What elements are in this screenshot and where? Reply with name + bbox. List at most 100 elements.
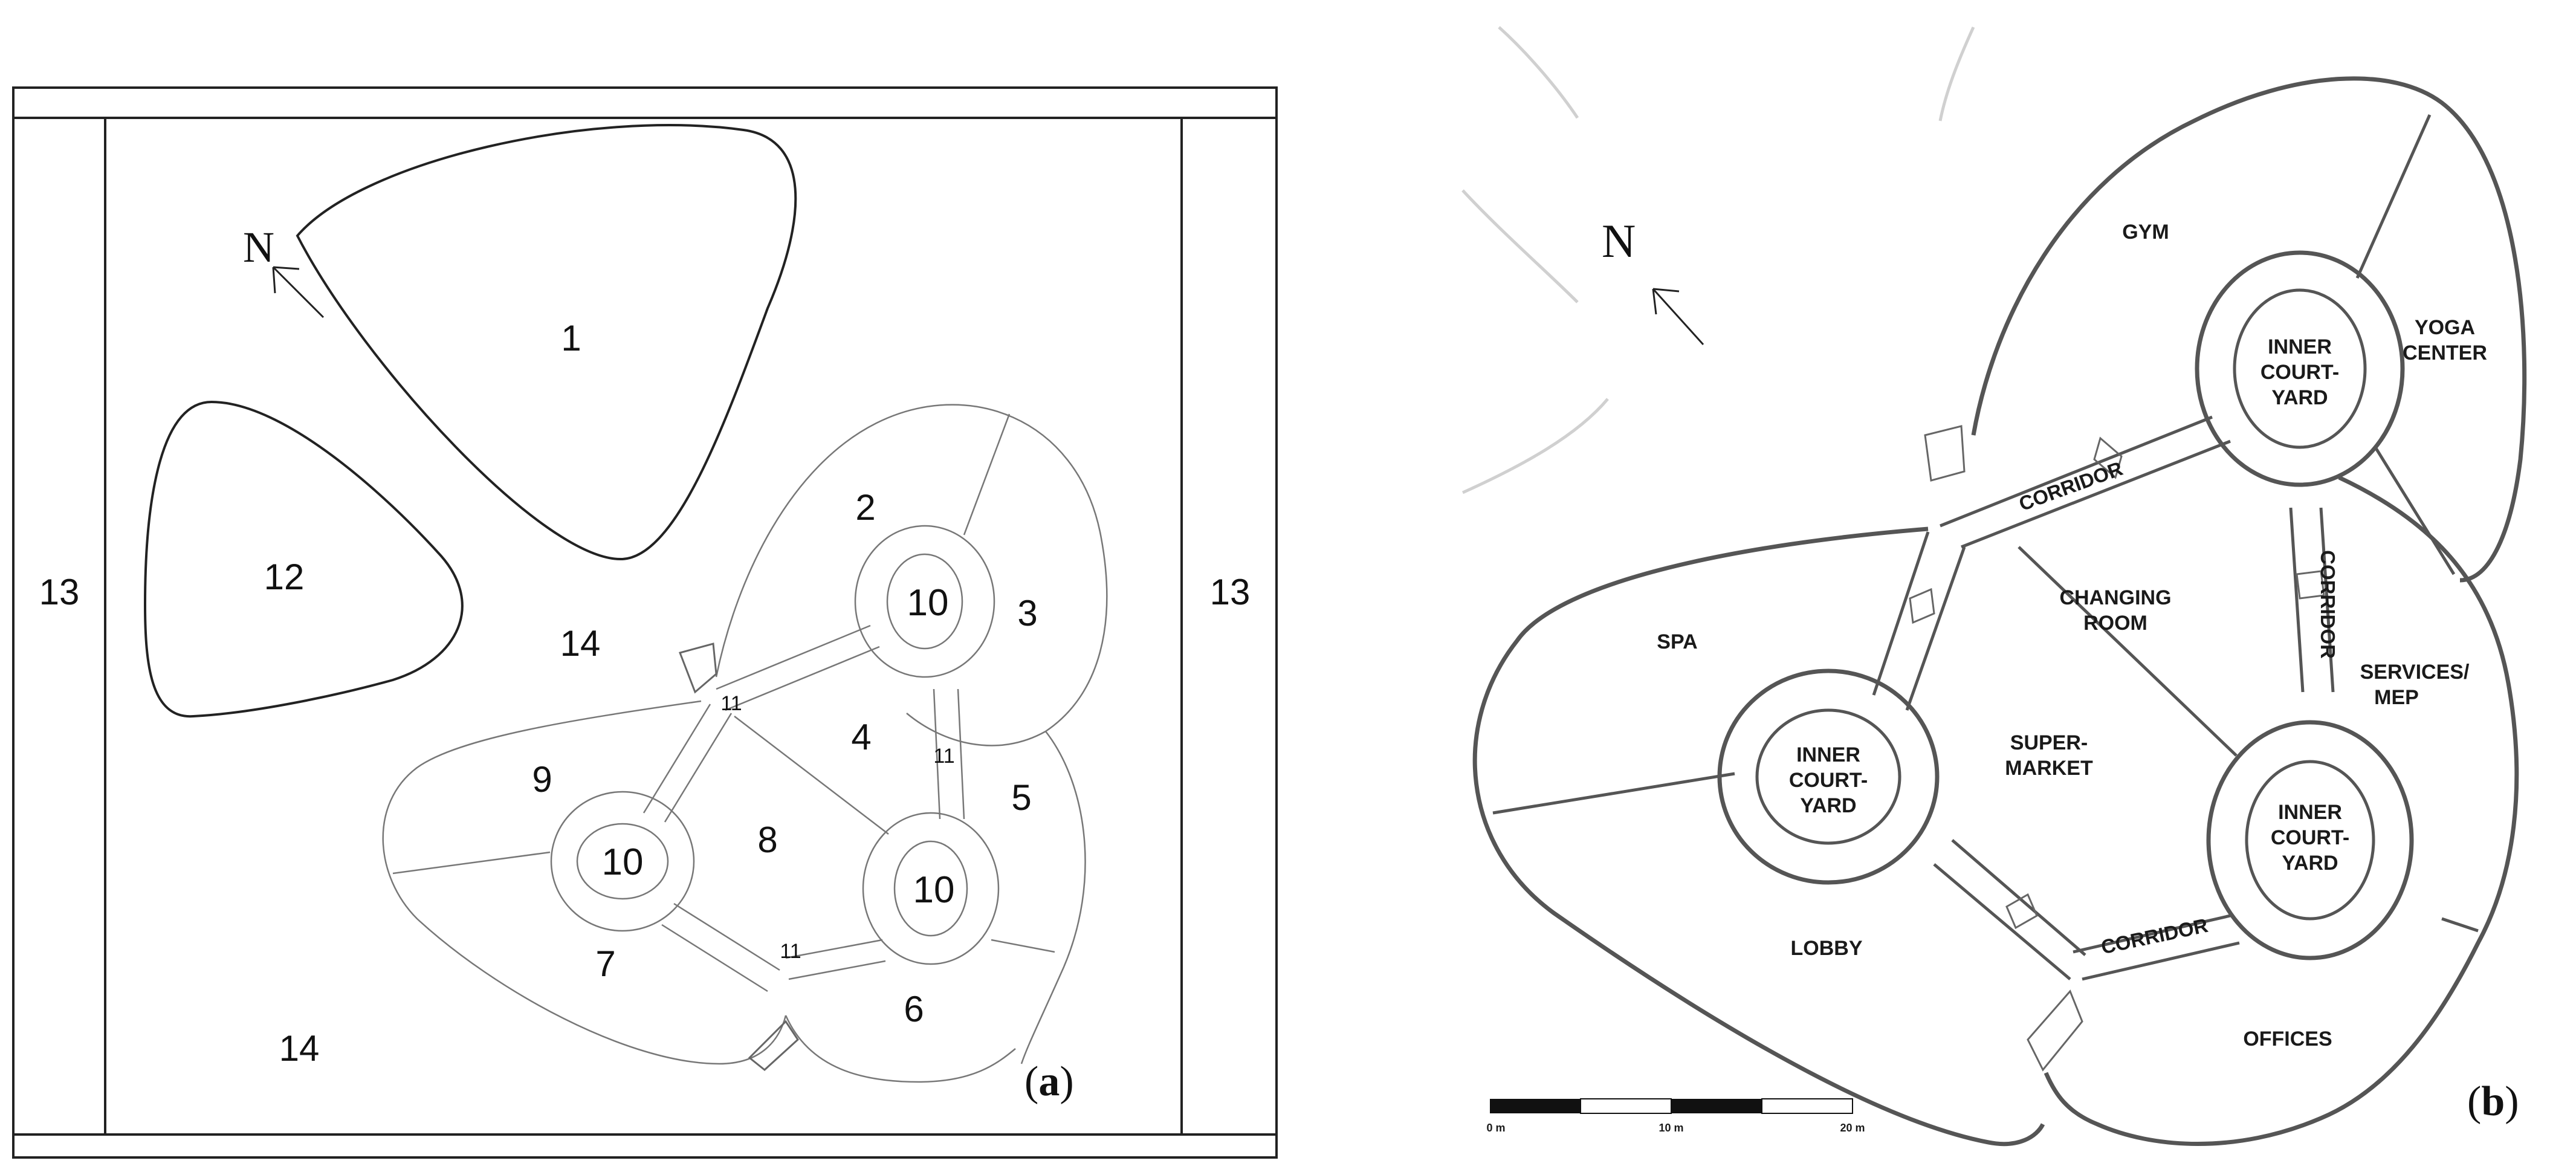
corridor-right — [2289, 507, 2335, 693]
courtyard-bottom-outer — [2206, 720, 2414, 960]
courtyard-left-line3: YARD — [1800, 794, 1856, 817]
label-zone-8: 8 — [757, 820, 777, 860]
entry-hatch-b-bottom — [2027, 989, 2083, 1072]
label-zone-4: 4 — [851, 717, 871, 757]
courtyard-10-top-inner — [886, 553, 963, 650]
courtyard-left-inner — [1755, 708, 1901, 845]
room-services-line1: SERVICES/ — [2360, 661, 2470, 684]
scale-bar: 0 m 10 m 20 m — [1486, 1098, 1865, 1134]
room-changing-line1: CHANGING — [2059, 586, 2171, 609]
courtyard-top-line1: INNER — [2268, 335, 2332, 358]
courtyard-left-outer — [1717, 668, 1940, 885]
room-super-line1: SUPER- — [2010, 731, 2088, 754]
divider-yoga-services — [2374, 446, 2456, 575]
caption-a-letter: a — [1038, 1058, 1060, 1105]
corridor-label-right: CORRIDOR — [2317, 550, 2339, 659]
entry-hatch-a-top — [679, 643, 717, 694]
north-label-b: N — [1602, 215, 1636, 267]
label-zone-14-top: 14 — [560, 623, 601, 664]
zone-1-outline — [296, 124, 797, 561]
caption-a-close: ) — [1060, 1058, 1073, 1105]
label-zone-7: 7 — [595, 944, 615, 984]
courtyard-10-left-inner — [576, 823, 669, 900]
corridor-11-bottom — [661, 902, 886, 992]
courtyard-top-outer — [2195, 250, 2405, 487]
partition-5-6 — [991, 939, 1055, 953]
courtyard-top-line3: YARD — [2271, 386, 2328, 409]
corridor-left-diagonal — [1872, 531, 1966, 711]
courtyard-10-left-outer — [550, 791, 695, 932]
room-yoga-line1: YOGA — [2415, 316, 2475, 339]
caption-b-letter: b — [2481, 1078, 2505, 1125]
courtyard-bottom-line2: COURT- — [2271, 826, 2349, 849]
door-flare-1 — [2093, 436, 2123, 479]
room-services-line2: MEP — [2374, 686, 2419, 709]
label-zone-5: 5 — [1011, 777, 1031, 818]
complex-a-bottom-lobe — [785, 731, 1086, 1083]
divider-gym-yoga — [2355, 114, 2432, 279]
building-13-right — [1180, 117, 1278, 1136]
wall-left-lobe — [1472, 526, 2045, 1147]
divider-services-offices — [2441, 917, 2479, 933]
label-corridor-11-bottom: 11 — [780, 940, 801, 963]
courtyard-label-top: INNER COURT- YARD — [2260, 335, 2339, 409]
room-spa: SPA — [1657, 630, 1697, 653]
complex-a-right-lobe — [715, 404, 1108, 746]
courtyard-bottom-line3: YARD — [2282, 852, 2338, 875]
courtyard-left-line1: INNER — [1796, 743, 1860, 766]
faint-stroke-3 — [1461, 398, 1609, 494]
partition-7-9 — [392, 851, 551, 875]
north-arrow-b — [1652, 288, 1704, 346]
scale-seg-1 — [1490, 1099, 1581, 1113]
scale-seg-2 — [1580, 1098, 1672, 1114]
door-flare-3 — [2296, 570, 2325, 600]
label-courtyard-10-left: 10 — [602, 841, 644, 883]
caption-a: (a) — [1024, 1058, 1074, 1105]
scale-seg-3 — [1671, 1099, 1762, 1113]
scale-tick-0: 0 m — [1486, 1122, 1505, 1134]
label-zone-9: 9 — [532, 759, 552, 800]
divider-spa-lobby — [1492, 772, 1735, 815]
corridor-bottom — [1933, 839, 2240, 981]
room-offices: OFFICES — [2243, 1028, 2332, 1050]
corridor-11-left — [642, 704, 733, 823]
partition-4-8 — [734, 716, 889, 835]
caption-b: (b) — [2467, 1078, 2519, 1125]
courtyard-top-inner — [2233, 288, 2367, 449]
faint-stroke-2 — [1461, 189, 1579, 303]
panel-a-frame — [12, 86, 1278, 1159]
label-zone-6: 6 — [904, 989, 924, 1029]
label-zone-14-bottom: 14 — [279, 1028, 320, 1069]
label-zone-3: 3 — [1017, 593, 1037, 633]
courtyard-top-line2: COURT- — [2260, 361, 2339, 384]
label-zone-13-left: 13 — [39, 572, 80, 612]
label-zone-13-right: 13 — [1210, 572, 1251, 612]
scale-tick-10: 10 m — [1659, 1122, 1683, 1134]
label-zone-2: 2 — [855, 487, 875, 528]
room-yoga-line2: CENTER — [2403, 341, 2487, 364]
caption-a-open: ( — [1024, 1058, 1038, 1105]
courtyard-10-bottom-outer — [862, 812, 1000, 965]
courtyard-10-top-outer — [854, 525, 995, 678]
room-changing-line2: ROOM — [2083, 612, 2147, 635]
label-zone-1: 1 — [561, 318, 581, 358]
room-super-line2: MARKET — [2005, 757, 2093, 780]
corridor-label-bottom: CORRIDOR — [2099, 914, 2210, 959]
wall-top-lobe — [1971, 76, 2527, 583]
corridor-11-right — [933, 688, 965, 820]
panel-a: N 1 12 13 13 14 14 2 — [12, 86, 1278, 1159]
label-courtyard-10-bottom: 10 — [913, 869, 955, 911]
faint-stroke-1 — [1498, 26, 1579, 119]
scale-seg-4 — [1761, 1098, 1853, 1114]
door-flare-2 — [1909, 588, 1935, 624]
corridor-label-top: CORRIDOR — [2016, 457, 2126, 515]
courtyard-10-bottom-inner — [893, 840, 968, 937]
caption-b-close: ) — [2505, 1078, 2519, 1125]
building-13-left — [12, 117, 106, 1136]
north-arrowhead-b — [1652, 288, 1680, 315]
courtyard-bottom-line1: INNER — [2278, 801, 2342, 824]
door-flare-4 — [2005, 893, 2038, 930]
north-arrowhead-a — [272, 266, 300, 294]
label-corridor-11-top: 11 — [720, 692, 742, 715]
label-courtyard-10-top: 10 — [907, 582, 949, 624]
